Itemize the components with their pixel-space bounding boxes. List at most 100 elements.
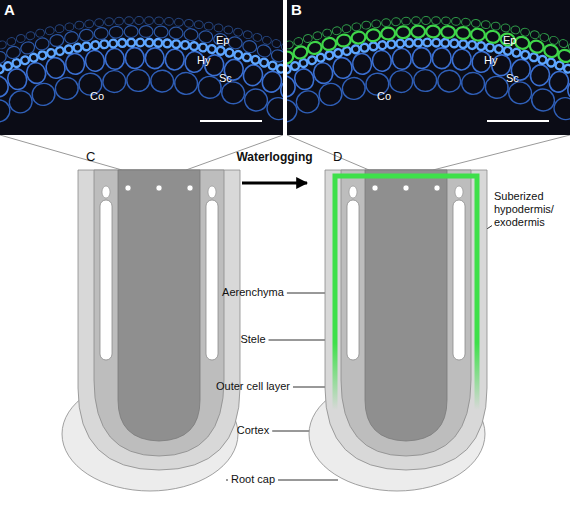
cell [503,46,512,55]
cell [411,26,425,38]
cell [514,35,530,50]
cell [35,28,45,38]
cell [163,39,171,47]
cell [441,17,450,25]
aerenchyma [453,200,465,360]
cell [84,49,105,72]
cell [405,39,413,47]
cell [500,23,510,32]
cell [565,76,570,103]
cell [94,27,109,40]
cell [64,52,86,76]
cell [325,51,335,61]
cell [477,42,486,51]
zoom-line [0,135,122,170]
cell [389,70,413,93]
cell [15,34,26,44]
cell [6,36,17,46]
cell [104,18,113,26]
cell [264,94,283,123]
cell [233,50,243,60]
cell [414,39,422,47]
cell [360,43,369,52]
cell [494,44,503,53]
stele [118,170,200,441]
cell [271,38,282,48]
cell [539,32,550,42]
cell [471,19,481,28]
cell [412,47,431,68]
cell [441,26,455,38]
cell [127,39,135,47]
cell [332,26,342,36]
cell [5,45,22,61]
cell [64,45,73,54]
cell [293,36,304,46]
outer-cell-layer [325,170,487,470]
scale-bar [487,120,549,122]
stele [365,170,447,441]
cell [154,39,162,47]
cell [252,32,263,42]
cell [0,96,13,125]
cell [510,25,520,34]
cell [136,39,144,47]
cell [451,48,472,70]
cell [538,55,548,65]
cell [114,17,123,25]
cell [396,26,411,39]
cell [64,31,80,45]
aerenchyma [187,185,193,191]
cell [145,17,154,25]
cell [460,71,485,96]
cell [169,27,184,40]
cell [233,27,243,37]
cell [340,75,367,101]
cell [145,39,153,47]
cell [461,18,470,27]
cell [174,18,183,27]
cell [135,17,144,25]
cell [164,48,185,70]
micrograph [287,0,570,135]
cell [411,17,420,25]
cell [145,48,165,69]
aerenchyma [100,200,112,360]
cell [549,35,560,45]
aerenchyma [206,200,218,360]
cell [396,39,404,47]
root-schematic: C [60,148,242,493]
cell [432,17,441,25]
cell [164,17,173,25]
cell [82,42,91,51]
panel-letter: B [291,2,302,19]
cell [401,17,410,25]
cell [6,88,35,116]
cell [199,43,208,52]
cell [125,47,144,68]
cell [127,70,150,92]
cell [256,43,273,58]
cell [20,55,30,65]
cell [242,30,253,40]
cell [331,56,354,81]
cell [49,33,65,47]
cell [459,40,467,48]
cell [470,28,485,41]
aerenchyma [349,186,357,198]
cell [512,48,521,57]
cell [30,81,58,108]
root-schematic: D [307,148,489,493]
part-label: Outer cell layer [216,380,290,393]
cell [451,17,460,25]
cell [73,43,82,52]
cell [46,48,55,57]
cell [366,28,381,42]
edge-label: Waterlogging [236,151,312,164]
cell [64,22,74,31]
cell [172,40,180,48]
cell [124,26,138,38]
cell [336,33,352,47]
panel-letter: A [4,2,15,19]
aerenchyma [403,185,409,191]
